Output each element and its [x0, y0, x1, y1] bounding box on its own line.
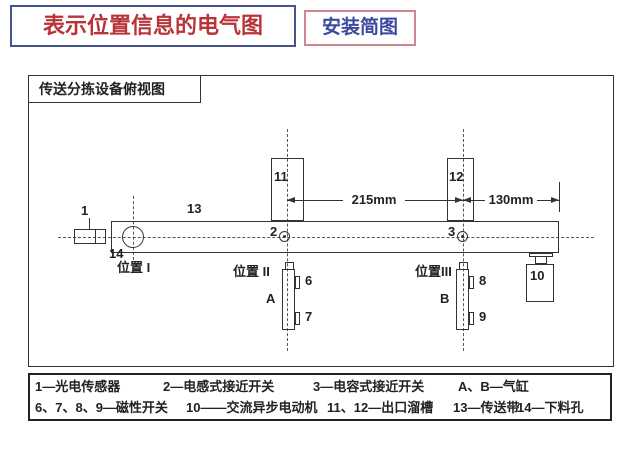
inductive-proximity-switch — [279, 231, 290, 242]
diagram-title-label: 传送分拣设备俯视图 — [29, 76, 201, 103]
sensor-center-dot — [283, 235, 286, 238]
callout-10: 10 — [530, 268, 545, 283]
callout-2: 2 — [270, 224, 278, 239]
sensor-center-dot — [461, 235, 464, 238]
position-3-label: 位置III — [415, 264, 452, 279]
callout-8: 8 — [479, 273, 487, 288]
motor-shaft — [535, 256, 547, 264]
callout-1-leader-line — [89, 218, 90, 229]
ac-motor — [526, 264, 554, 302]
callout-12: 12 — [449, 169, 464, 184]
dimension-130-label: 130mm — [485, 193, 537, 207]
conveyor-belt — [111, 221, 559, 253]
callout-3: 3 — [448, 224, 456, 239]
legend-item: A、B—气缸 — [458, 379, 529, 394]
feed-hole-circle — [122, 226, 144, 248]
callout-11: 11 — [274, 169, 288, 184]
legend-item: 14—下料孔 — [517, 400, 584, 415]
outlet-chute-12 — [447, 158, 474, 221]
callout-14: 14 — [109, 246, 124, 261]
cylinder-b-label: B — [440, 291, 450, 306]
legend-item: 3—电容式接近开关 — [313, 379, 425, 394]
capacitive-proximity-switch — [457, 231, 468, 242]
callout-6: 6 — [305, 273, 313, 288]
position-1-label: 位置 I — [117, 260, 151, 275]
arrowhead-right-icon — [455, 197, 463, 203]
legend-item: 10——交流异步电动机 — [186, 400, 318, 415]
legend-item: 11、12—出口溜槽 — [327, 400, 434, 415]
arrowhead-right-icon — [551, 197, 559, 203]
position-2-label: 位置 II — [233, 264, 270, 279]
legend-item: 2—电感式接近开关 — [163, 379, 275, 394]
photoelectric-sensor — [74, 229, 106, 244]
legend-item: 6、7、8、9—磁性开关 — [35, 400, 168, 415]
diagram-frame: 215mm 130mm 1 13 14 11 12 2 3 6 7 8 9 10… — [28, 75, 614, 367]
callout-7: 7 — [305, 309, 313, 324]
dimension-215-label: 215mm — [343, 193, 405, 207]
magnetic-switch-7 — [295, 312, 300, 325]
cylinder-b-body — [456, 269, 469, 330]
arrowhead-left-icon — [463, 197, 471, 203]
legend-box: 1—光电传感器 2—电感式接近开关 3—电容式接近开关 A、B—气缸 6、7、8… — [28, 373, 612, 421]
subtitle-badge: 安装简图 — [304, 10, 416, 46]
callout-13: 13 — [187, 201, 202, 216]
arrowhead-left-icon — [287, 197, 295, 203]
photoelectric-sensor-divider — [95, 230, 96, 243]
magnetic-switch-9 — [469, 312, 474, 325]
outlet-chute-11 — [271, 158, 304, 221]
legend-item: 1—光电传感器 — [35, 379, 121, 394]
magnetic-switch-6 — [295, 276, 300, 289]
belt-centerline — [58, 237, 594, 238]
legend-item: 13—传送带 — [453, 400, 520, 415]
callout-1: 1 — [81, 203, 89, 218]
page-title: 表示位置信息的电气图 — [10, 5, 296, 47]
cylinder-a-body — [282, 269, 295, 330]
magnetic-switch-8 — [469, 276, 474, 289]
extension-line — [559, 182, 560, 212]
cylinder-a-label: A — [266, 291, 276, 306]
callout-9: 9 — [479, 309, 487, 324]
